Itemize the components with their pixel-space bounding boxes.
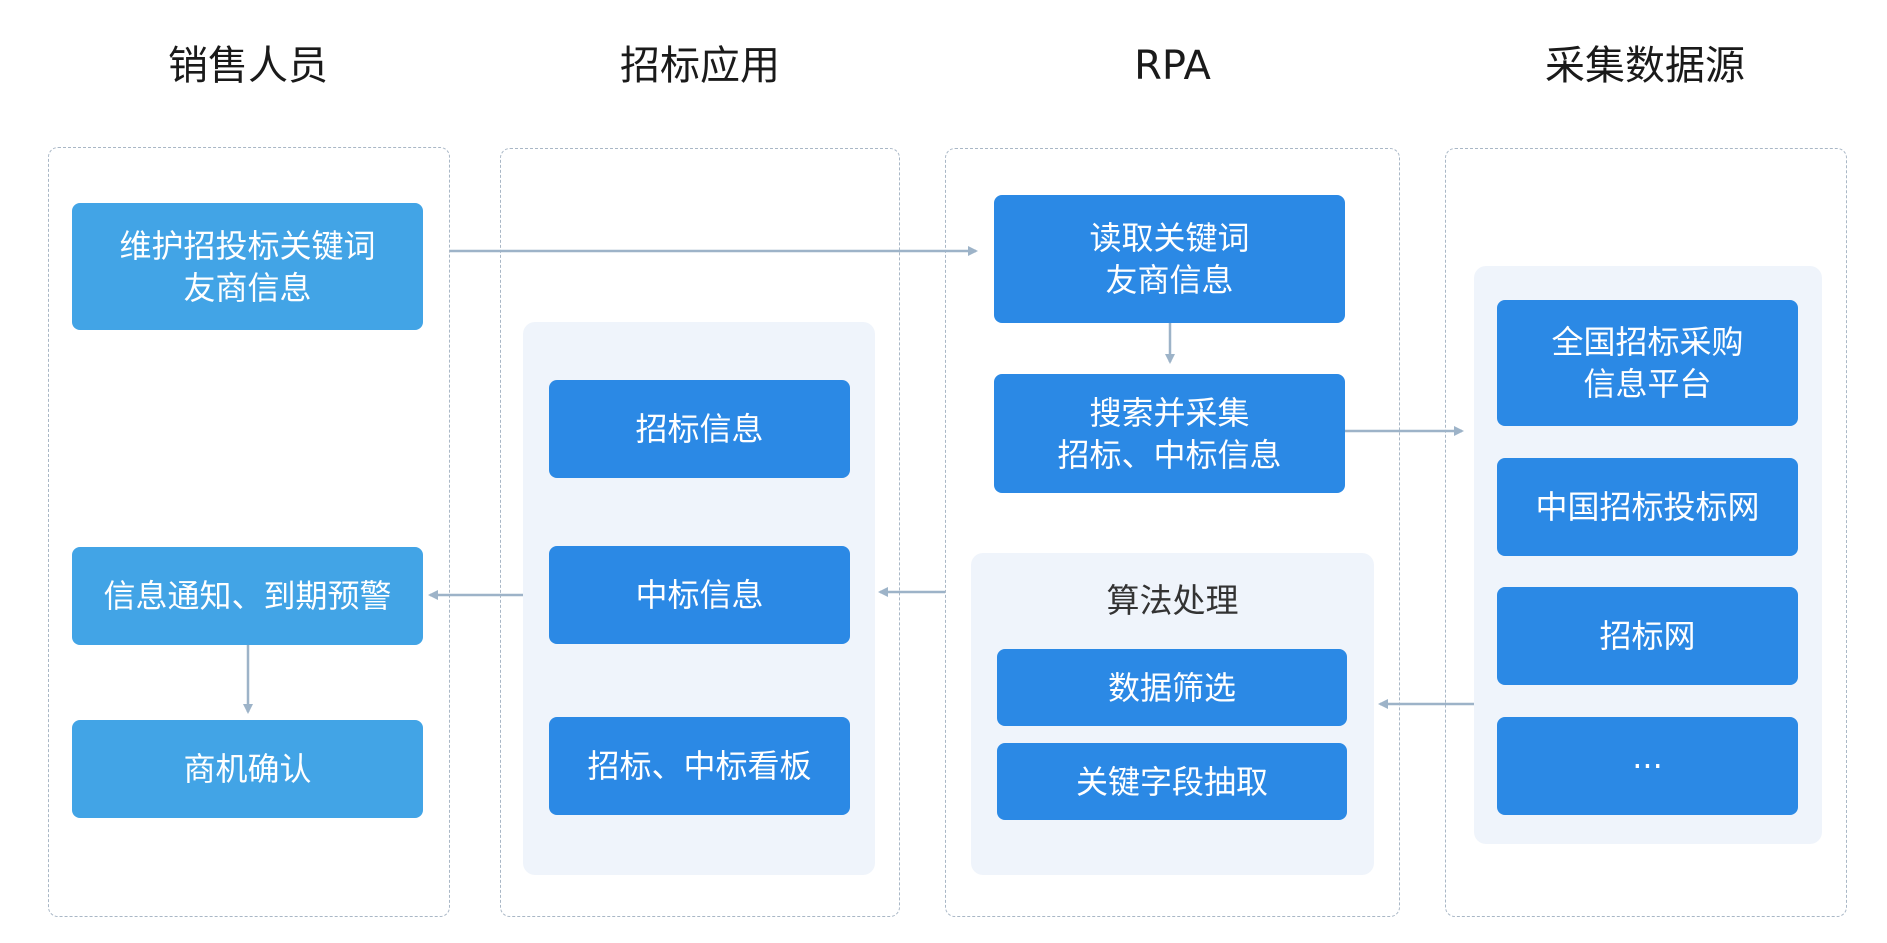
read-keywords-box: 读取关键词 友商信息 xyxy=(994,195,1345,323)
bid-board-box: 招标、中标看板 xyxy=(549,717,850,815)
lane-sales xyxy=(48,147,450,917)
lane-rpa xyxy=(945,148,1400,917)
bidding-net-box: 招标网 xyxy=(1497,587,1798,685)
win-info-box: 中标信息 xyxy=(549,546,850,644)
field-extract-box: 关键字段抽取 xyxy=(997,743,1347,820)
china-bidding-net-box: 中国招标投标网 xyxy=(1497,458,1798,556)
maintain-keywords-line1: 维护招投标关键词 xyxy=(119,226,376,265)
national-platform-box: 全国招标采购 信息平台 xyxy=(1497,300,1798,426)
bid-board-label: 招标、中标看板 xyxy=(587,747,812,785)
win-info-label: 中标信息 xyxy=(635,576,764,614)
field-extract-label: 关键字段抽取 xyxy=(1075,762,1268,801)
lane-sources xyxy=(1445,148,1847,917)
opportunity-confirm-label: 商机确认 xyxy=(183,750,312,788)
data-filter-label: 数据筛选 xyxy=(1107,668,1236,707)
bid-info-box: 招标信息 xyxy=(549,380,850,478)
notify-warning-box: 信息通知、到期预警 xyxy=(72,547,423,645)
read-keywords-line2: 友商信息 xyxy=(1105,261,1234,299)
maintain-keywords-line2: 友商信息 xyxy=(183,268,312,307)
national-platform-line1: 全国招标采购 xyxy=(1551,323,1744,361)
search-collect-box: 搜索并采集 招标、中标信息 xyxy=(994,374,1345,493)
more-sources-box: ··· xyxy=(1497,717,1798,815)
lane-bidding-app xyxy=(500,148,900,917)
china-bidding-net-label: 中国招标投标网 xyxy=(1535,488,1760,526)
data-filter-box: 数据筛选 xyxy=(997,649,1347,726)
column-title-rpa: RPA xyxy=(1134,43,1211,89)
column-title-bidding-app: 招标应用 xyxy=(620,43,780,89)
notify-warning-label: 信息通知、到期预警 xyxy=(103,577,392,615)
search-collect-line2: 招标、中标信息 xyxy=(1057,435,1282,474)
bid-info-label: 招标信息 xyxy=(635,410,764,448)
national-platform-line2: 信息平台 xyxy=(1583,365,1712,403)
bidding-net-label: 招标网 xyxy=(1599,617,1696,655)
maintain-keywords-box: 维护招投标关键词 友商信息 xyxy=(72,203,423,330)
column-title-sources: 采集数据源 xyxy=(1545,43,1745,89)
algorithm-title: 算法处理 xyxy=(1106,581,1239,620)
column-title-sales: 销售人员 xyxy=(168,43,328,89)
search-collect-line1: 搜索并采集 xyxy=(1089,393,1250,432)
opportunity-confirm-box: 商机确认 xyxy=(72,720,423,818)
more-sources-label: ··· xyxy=(1632,747,1663,785)
read-keywords-line1: 读取关键词 xyxy=(1089,219,1250,257)
